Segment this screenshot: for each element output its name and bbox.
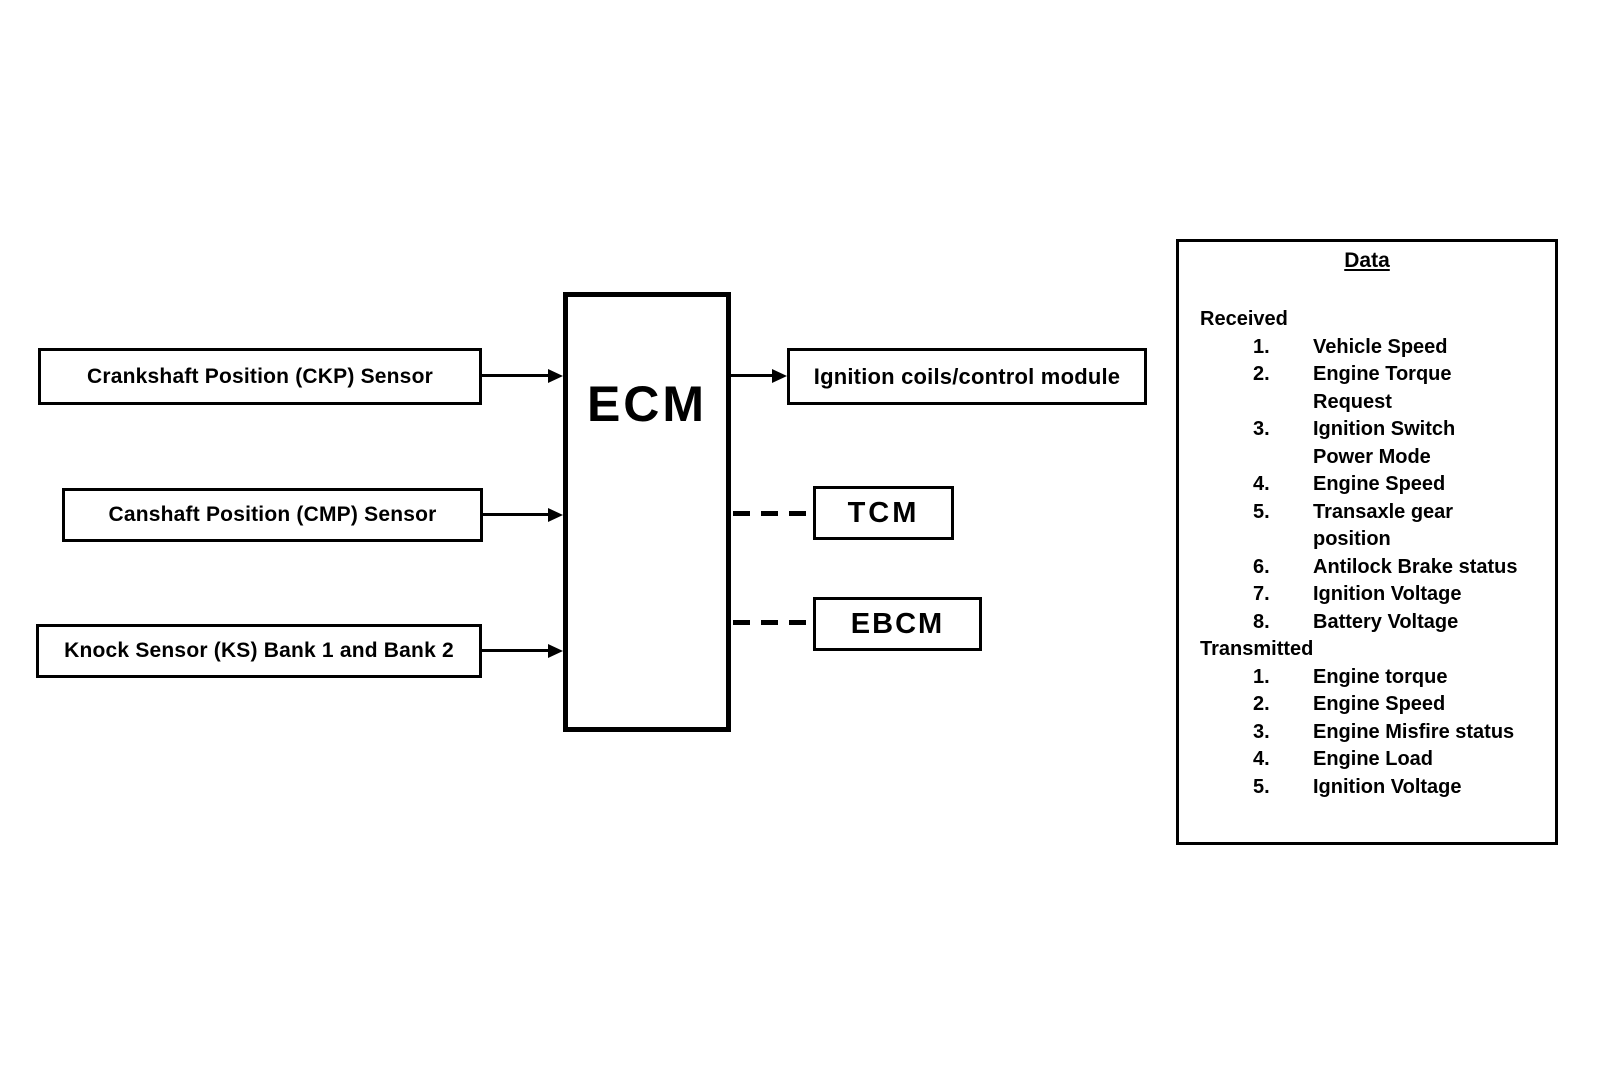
connector-ks-to-ecm (481, 649, 548, 652)
data-list-item-text: Ignition Voltage (1313, 775, 1462, 798)
data-list-item-number: 5. (1253, 500, 1270, 523)
data-list-item-text: Engine Load (1313, 748, 1433, 770)
data-list-item: 1. Vehicle Speed (1179, 334, 1551, 362)
node-ignition-coils-label: Ignition coils/control module (813, 363, 1121, 389)
data-list-item-number: 8. (1253, 610, 1270, 633)
node-ignition-coils: Ignition coils/control module (787, 348, 1147, 405)
arrowhead-cmp-to-ecm-icon (548, 508, 563, 522)
connector-cmp-to-ecm (483, 513, 548, 516)
node-cmp-sensor-label: Canshaft Position (CMP) Sensor (108, 503, 437, 526)
dashed-connector-ecm-to-tcm (733, 511, 813, 516)
data-list-item-text: Engine Speed (1313, 473, 1446, 495)
data-list-item-text: Engine torque (1313, 665, 1448, 688)
data-list-item-text: Vehicle Speed (1313, 335, 1448, 358)
data-list-item-number: 2. (1253, 693, 1270, 715)
data-list-item: 1. Engine torque (1179, 664, 1551, 692)
node-knock-sensor: Knock Sensor (KS) Bank 1 and Bank 2 (36, 624, 482, 678)
arrowhead-ks-to-ecm-icon (548, 644, 563, 658)
node-ecm-label: ECM (586, 376, 708, 432)
arrowhead-ckp-to-ecm-icon (548, 369, 563, 383)
connector-ckp-to-ecm (480, 374, 548, 377)
node-ecm: ECM (563, 292, 731, 732)
data-list-item: 8. Battery Voltage (1179, 609, 1551, 637)
data-list-item-text: Engine Speed (1313, 693, 1446, 715)
node-ebcm-label: EBCM (850, 607, 945, 640)
data-list-item-number: 2. (1253, 363, 1270, 385)
node-ckp-sensor-label: Crankshaft Position (CKP) Sensor (87, 364, 433, 388)
data-list-item: 4. Engine Speed (1179, 471, 1551, 499)
node-knock-sensor-label: Knock Sensor (KS) Bank 1 and Bank 2 (64, 639, 454, 662)
data-list-item-text: Antilock Brake status (1313, 555, 1518, 578)
data-panel-title: Data (1344, 249, 1390, 272)
data-list-item-number: 3. (1253, 418, 1270, 440)
data-list-item: 6. Antilock Brake status (1179, 554, 1551, 582)
arrowhead-ecm-to-ignition-icon (772, 369, 787, 383)
data-panel: Data Received 1. Vehicle Speed 2. Engine Tor… (1176, 239, 1558, 845)
data-list-item-number: 1. (1253, 335, 1270, 358)
data-list-item-number: 7. (1253, 583, 1270, 605)
data-list-item-number: 3. (1253, 720, 1270, 743)
node-cmp-sensor: Canshaft Position (CMP) Sensor (62, 488, 483, 542)
data-list-item: 7. Ignition Voltage (1179, 581, 1551, 609)
data-list-item: 3. Engine Misfire status (1179, 719, 1551, 747)
data-list-item-number: 6. (1253, 555, 1270, 578)
connector-ecm-to-ignition (731, 374, 772, 377)
data-list-item-text: Ignition Voltage (1313, 583, 1462, 605)
data-list-item-number: 4. (1253, 748, 1270, 770)
data-list-item: 2. Engine Speed (1179, 691, 1551, 719)
data-list-item-number: 4. (1253, 473, 1270, 495)
data-list-item-number: 5. (1253, 775, 1270, 798)
dashed-connector-ecm-to-ebcm (733, 620, 813, 625)
data-list-item: 4. Engine Load (1179, 746, 1551, 774)
data-list-item-number: 1. (1253, 665, 1270, 688)
data-list-item: 5. Ignition Voltage (1179, 774, 1551, 802)
node-ckp-sensor: Crankshaft Position (CKP) Sensor (38, 348, 482, 405)
data-list-item-text: Engine Misfire status (1313, 720, 1515, 743)
data-list-item-text: Battery Voltage (1313, 610, 1459, 633)
node-tcm: TCM (813, 486, 954, 540)
data-section-label: Received (1200, 308, 1288, 330)
node-ebcm: EBCM (813, 597, 982, 651)
node-tcm-label: TCM (847, 496, 920, 529)
data-section-label: Transmitted (1200, 638, 1314, 660)
